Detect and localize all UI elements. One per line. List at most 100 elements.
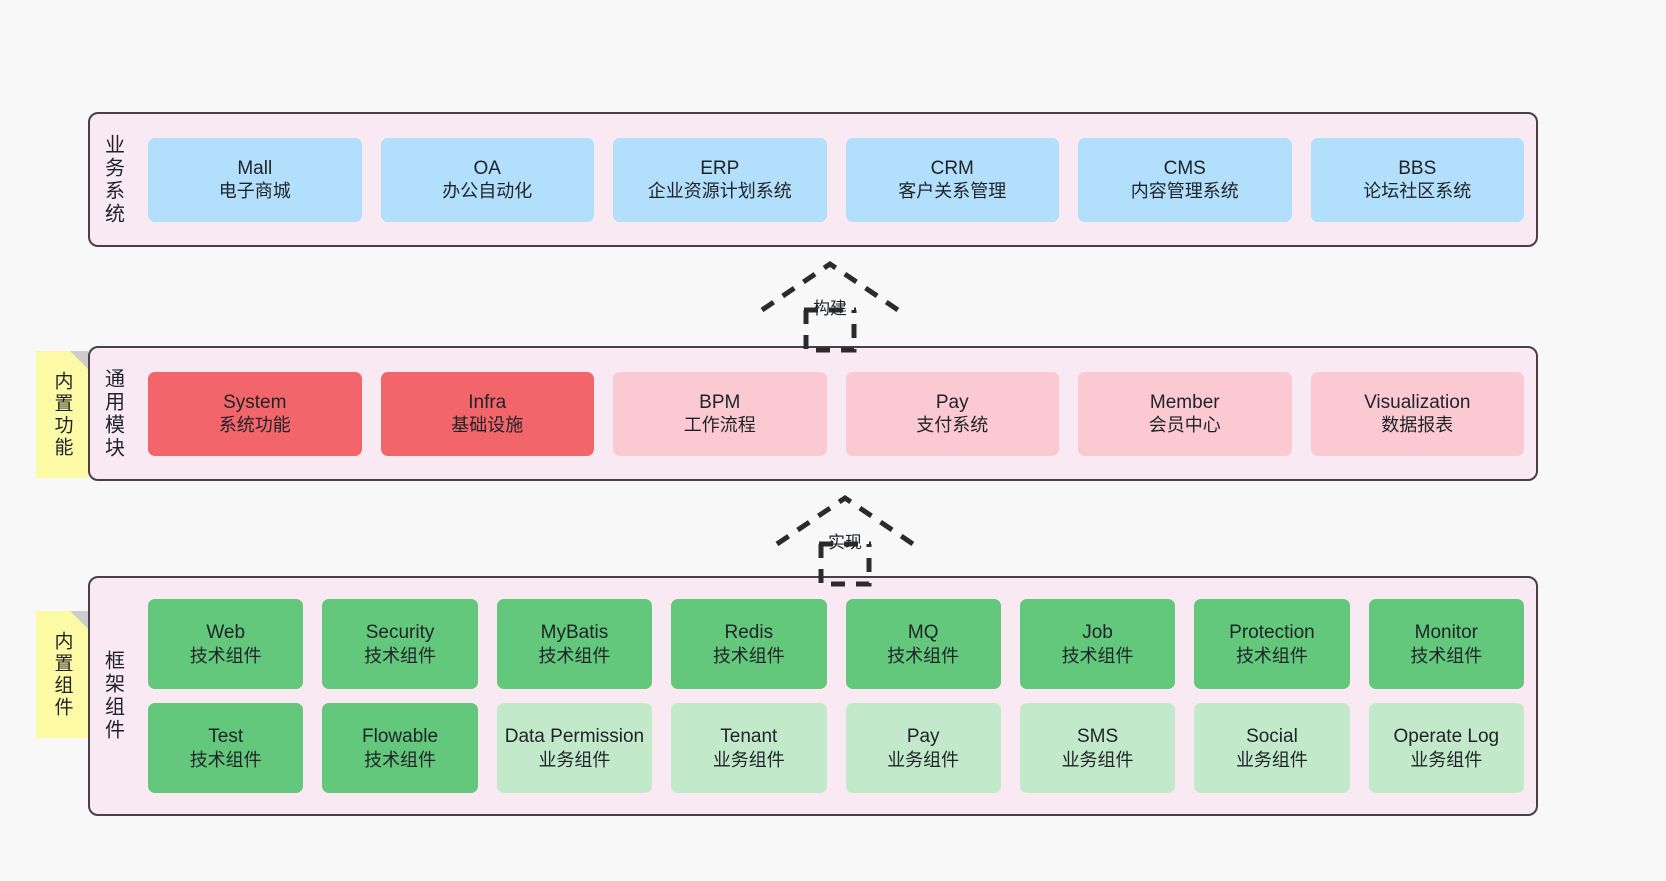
card-title: Tenant bbox=[720, 726, 778, 748]
card-visualization[interactable]: Visualization 数据报表 bbox=[1310, 371, 1524, 456]
card-subtitle: 办公自动化 bbox=[442, 181, 533, 202]
note-fold-corner-icon bbox=[70, 351, 88, 369]
layer-title-business-system: 业务系统 bbox=[101, 133, 124, 226]
layer-body-common-modules: System 系统功能 Infra 基础设施 BPM 工作流程 Pay 支付系统… bbox=[136, 348, 1536, 479]
card-crm[interactable]: CRM 客户关系管理 bbox=[845, 137, 1059, 222]
card-subtitle: 业务组件 bbox=[1235, 749, 1308, 770]
card-pay-component[interactable]: Pay 业务组件 bbox=[845, 703, 1001, 793]
card-subtitle: 工作流程 bbox=[683, 415, 756, 436]
card-mq[interactable]: MQ 技术组件 bbox=[845, 599, 1001, 689]
card-subtitle: 业务组件 bbox=[1410, 749, 1483, 770]
card-title: System bbox=[223, 391, 287, 413]
card-pay-module[interactable]: Pay 支付系统 bbox=[845, 371, 1059, 456]
card-test[interactable]: Test 技术组件 bbox=[148, 703, 304, 793]
card-job[interactable]: Job 技术组件 bbox=[1019, 599, 1176, 689]
card-title: Data Permission bbox=[504, 726, 645, 748]
card-subtitle: 系统功能 bbox=[218, 415, 291, 436]
card-subtitle: 业务组件 bbox=[712, 749, 785, 770]
layer-title-common-modules: 通用模块 bbox=[101, 367, 124, 460]
card-mybatis[interactable]: MyBatis 技术组件 bbox=[496, 599, 653, 689]
arrow-label: 构建 bbox=[813, 299, 847, 318]
sticky-note-builtin-components: 内置组件 bbox=[36, 611, 88, 738]
card-title: Social bbox=[1246, 726, 1298, 748]
card-web[interactable]: Web 技术组件 bbox=[148, 599, 304, 689]
card-member[interactable]: Member 会员中心 bbox=[1078, 371, 1292, 456]
card-security[interactable]: Security 技术组件 bbox=[322, 599, 478, 689]
card-title: MQ bbox=[907, 622, 939, 644]
card-mall[interactable]: Mall 电子商城 bbox=[148, 137, 362, 222]
card-title: BPM bbox=[699, 391, 741, 413]
implement-arrow: 实现 bbox=[765, 492, 925, 588]
card-subtitle: 论坛社区系统 bbox=[1363, 181, 1472, 202]
card-operate-log[interactable]: Operate Log 业务组件 bbox=[1368, 703, 1524, 793]
card-infra[interactable]: Infra 基础设施 bbox=[380, 371, 594, 456]
layer-title-framework-components: 框架组件 bbox=[101, 650, 124, 742]
card-title: Security bbox=[365, 622, 435, 644]
arrow-head-triangle-left-right bbox=[775, 494, 915, 547]
sticky-note-builtin-features: 内置功能 bbox=[36, 351, 88, 478]
card-title: Member bbox=[1149, 391, 1220, 413]
card-social[interactable]: Social 业务组件 bbox=[1194, 703, 1350, 793]
card-subtitle: 会员中心 bbox=[1148, 415, 1221, 436]
card-title: Test bbox=[208, 726, 244, 748]
card-subtitle: 技术组件 bbox=[364, 749, 437, 770]
card-title: Pay bbox=[935, 391, 969, 413]
card-bpm[interactable]: BPM 工作流程 bbox=[613, 371, 827, 456]
card-title: CRM bbox=[930, 157, 974, 179]
card-subtitle: 业务组件 bbox=[538, 749, 611, 770]
card-title: Job bbox=[1082, 622, 1113, 644]
card-subtitle: 技术组件 bbox=[712, 645, 785, 666]
card-title: BBS bbox=[1398, 157, 1437, 179]
card-monitor[interactable]: Monitor 技术组件 bbox=[1368, 599, 1524, 689]
card-subtitle: 技术组件 bbox=[538, 645, 611, 666]
layer-common-modules: 通用模块 System 系统功能 Infra 基础设施 BPM 工作流程 Pay… bbox=[88, 346, 1538, 481]
note-label: 内置组件 bbox=[51, 630, 73, 719]
card-erp[interactable]: ERP 企业资源计划系统 bbox=[613, 137, 827, 222]
card-subtitle: 客户关系管理 bbox=[898, 181, 1007, 202]
card-row: Mall 电子商城 OA 办公自动化 ERP 企业资源计划系统 CRM 客户关系… bbox=[148, 137, 1524, 222]
card-system[interactable]: System 系统功能 bbox=[148, 371, 362, 456]
card-tenant[interactable]: Tenant 业务组件 bbox=[671, 703, 827, 793]
card-title: OA bbox=[473, 157, 501, 179]
card-subtitle: 技术组件 bbox=[887, 645, 960, 666]
layer-business-system: 业务系统 Mall 电子商城 OA 办公自动化 ERP 企业资源计划系统 CRM… bbox=[88, 112, 1538, 247]
card-title: Redis bbox=[724, 622, 774, 644]
card-title: Flowable bbox=[362, 726, 439, 748]
card-title: Visualization bbox=[1364, 391, 1471, 413]
card-bbs[interactable]: BBS 论坛社区系统 bbox=[1310, 137, 1524, 222]
card-protection[interactable]: Protection 技术组件 bbox=[1194, 599, 1350, 689]
card-oa[interactable]: OA 办公自动化 bbox=[380, 137, 594, 222]
card-title: CMS bbox=[1163, 157, 1206, 179]
card-title: Mall bbox=[237, 157, 273, 179]
note-label: 内置功能 bbox=[51, 370, 73, 459]
card-subtitle: 技术组件 bbox=[189, 749, 262, 770]
card-title: Operate Log bbox=[1393, 726, 1500, 748]
card-subtitle: 技术组件 bbox=[364, 645, 437, 666]
card-row: Web 技术组件 Security 技术组件 MyBatis 技术组件 Redi… bbox=[148, 599, 1524, 689]
arrow-head-triangle-left-right bbox=[760, 260, 900, 313]
card-subtitle: 企业资源计划系统 bbox=[647, 181, 792, 202]
card-title: Monitor bbox=[1414, 622, 1478, 644]
arrow-shaft bbox=[818, 544, 872, 587]
card-redis[interactable]: Redis 技术组件 bbox=[671, 599, 827, 689]
layer-framework-components: 框架组件 Web 技术组件 Security 技术组件 MyBatis 技术组件… bbox=[88, 576, 1538, 816]
card-subtitle: 技术组件 bbox=[1235, 645, 1308, 666]
card-row: System 系统功能 Infra 基础设施 BPM 工作流程 Pay 支付系统… bbox=[148, 371, 1524, 456]
card-title: ERP bbox=[700, 157, 740, 179]
card-title: Protection bbox=[1229, 622, 1315, 644]
card-flowable[interactable]: Flowable 技术组件 bbox=[322, 703, 478, 793]
card-title: Infra bbox=[468, 391, 507, 413]
layer-body-framework-components: Web 技术组件 Security 技术组件 MyBatis 技术组件 Redi… bbox=[136, 578, 1536, 814]
card-data-permission[interactable]: Data Permission 业务组件 bbox=[496, 703, 653, 793]
card-subtitle: 技术组件 bbox=[189, 645, 262, 666]
card-title: SMS bbox=[1076, 726, 1119, 748]
arrow-shaft bbox=[803, 310, 857, 353]
note-fold-corner-icon bbox=[70, 611, 88, 629]
card-sms[interactable]: SMS 业务组件 bbox=[1019, 703, 1176, 793]
card-cms[interactable]: CMS 内容管理系统 bbox=[1078, 137, 1292, 222]
card-subtitle: 业务组件 bbox=[1061, 749, 1134, 770]
layer-body-business-system: Mall 电子商城 OA 办公自动化 ERP 企业资源计划系统 CRM 客户关系… bbox=[136, 114, 1536, 245]
card-subtitle: 基础设施 bbox=[451, 415, 524, 436]
card-subtitle: 技术组件 bbox=[1061, 645, 1134, 666]
